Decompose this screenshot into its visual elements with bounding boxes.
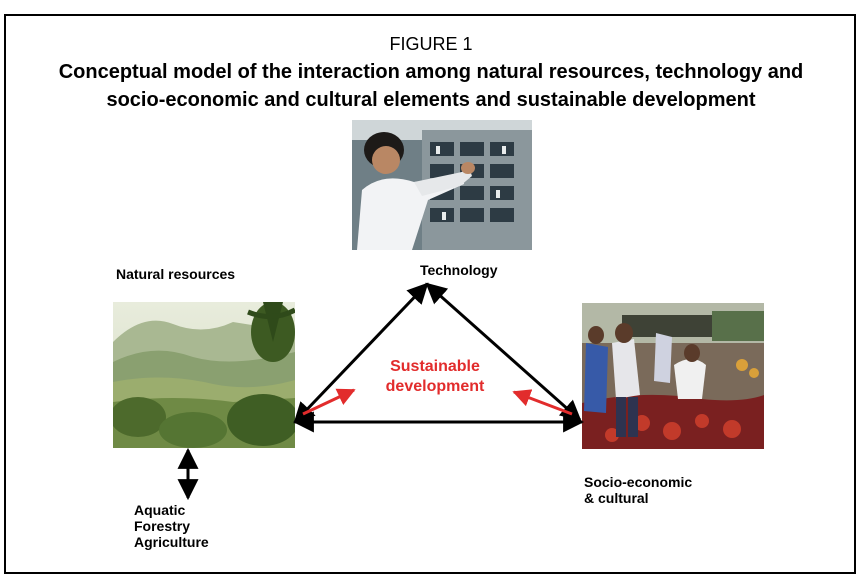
red-arrow-right: [512, 389, 573, 416]
red-arrow-left: [302, 388, 356, 416]
figure-number: FIGURE 1: [389, 34, 473, 54]
resource-use-item: Forestry: [134, 518, 191, 534]
center-label-line-2: development: [385, 378, 485, 395]
figure-title-line-2: socio-economic and cultural elements and…: [106, 89, 756, 111]
arrow-natural-technology: [293, 282, 429, 424]
resource-uses-list: Aquatic Forestry Agriculture: [134, 502, 209, 550]
socio-economic-photo: [582, 303, 764, 449]
figure-title-line-1: Conceptual model of the interaction amon…: [58, 61, 804, 83]
natural-resources-photo: [113, 302, 295, 448]
sustainable-development-label: Sustainable development: [360, 357, 510, 397]
resource-use-item: Agriculture: [134, 534, 209, 550]
socio-economic-label-line-2: & cultural: [584, 490, 649, 506]
arrow-technology-socio: [425, 282, 582, 422]
technology-photo: [352, 120, 532, 250]
resource-use-item: Aquatic: [134, 502, 186, 518]
figure-title: Conceptual model of the interaction amon…: [10, 58, 852, 114]
relationship-arrows: [177, 282, 585, 501]
technology-label: Technology: [420, 262, 498, 278]
socio-economic-label-line-1: Socio-economic: [584, 474, 693, 490]
socio-economic-label: Socio-economic & cultural: [584, 474, 692, 506]
center-label-line-1: Sustainable: [390, 358, 480, 375]
natural-resources-label: Natural resources: [116, 266, 236, 282]
